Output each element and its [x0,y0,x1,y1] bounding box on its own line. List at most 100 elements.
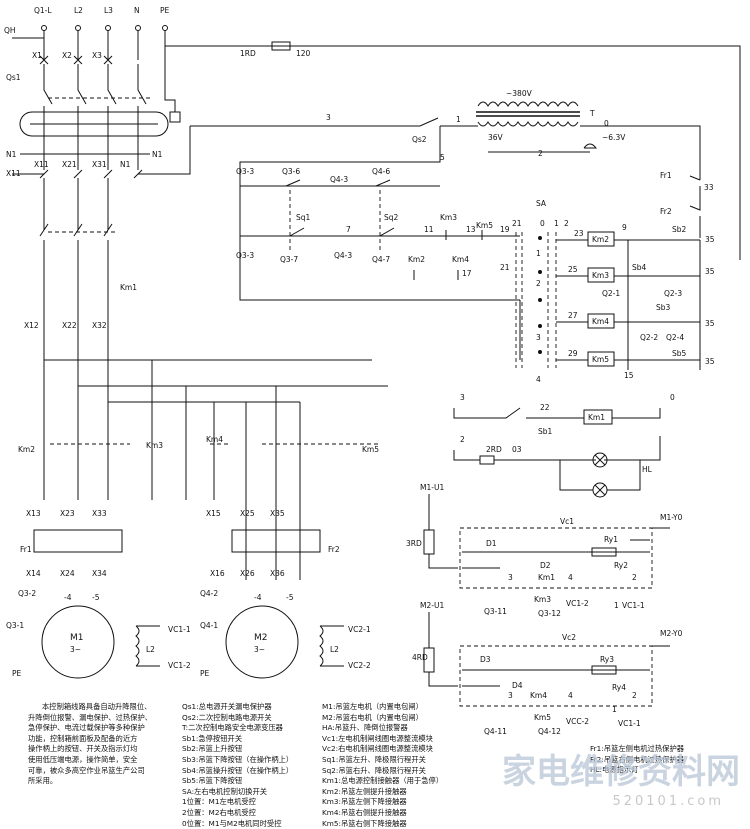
breaker-label: Qs1 [6,73,21,82]
svg-text:HL: HL [642,465,653,474]
svg-text:3: 3 [508,573,513,582]
svg-text:~380V: ~380V [506,89,533,98]
svg-text:35: 35 [705,357,715,366]
svg-text:Q3-3: Q3-3 [236,251,254,260]
svg-text:1: 1 [536,249,541,258]
svg-text:Q3-1: Q3-1 [6,621,24,630]
svg-text:X33: X33 [92,509,107,518]
svg-text:SA: SA [536,199,547,208]
svg-text:Fr1: Fr1 [660,171,672,180]
svg-text:Km5: Km5 [362,445,379,454]
svg-text:3RD: 3RD [406,539,422,548]
svg-text:3~: 3~ [70,645,81,654]
svg-text:N1: N1 [120,160,131,169]
svg-text:2: 2 [538,149,543,158]
svg-text:1: 1 [456,115,461,124]
svg-text:0: 0 [540,219,545,228]
svg-text:L2: L2 [330,645,339,654]
svg-text:D1: D1 [486,539,497,548]
svg-text:Km2: Km2 [18,445,35,454]
svg-text:0: 0 [670,393,675,402]
svg-text:1: 1 [612,705,617,714]
svg-text:35: 35 [705,319,715,328]
svg-text:35: 35 [705,235,715,244]
svg-text:VC1-1: VC1-1 [168,625,191,634]
svg-text:Sb2: Sb2 [672,225,687,234]
svg-text:Km3: Km3 [592,271,609,280]
svg-text:03: 03 [512,445,522,454]
svg-text:Q4-12: Q4-12 [538,727,561,736]
svg-text:Q3-11: Q3-11 [484,607,507,616]
svg-text:T: T [589,109,595,118]
motor-m1 [41,605,115,679]
svg-text:Q3-3: Q3-3 [236,167,254,176]
svg-text:VC1-2: VC1-2 [168,661,191,670]
svg-text:Q4-6: Q4-6 [372,167,390,176]
svg-text:Km5: Km5 [476,221,493,230]
svg-text:X3: X3 [92,51,102,60]
svg-text:5: 5 [440,153,445,162]
svg-text:Q2-2: Q2-2 [640,333,658,342]
svg-text:Vc1: Vc1 [560,517,574,526]
svg-text:15: 15 [624,371,634,380]
svg-text:11: 11 [424,225,434,234]
svg-text:VC2-1: VC2-1 [348,625,371,634]
svg-text:D4: D4 [512,681,523,690]
svg-text:X24: X24 [60,569,75,578]
legend-components: M1:吊篮左电机（内置电包闸） M2:吊篮右电机（内置电包闸） HA:吊篮升、降… [322,702,444,828]
svg-text:X12: X12 [24,321,39,330]
svg-text:3: 3 [536,333,541,342]
svg-text:PE: PE [12,669,22,678]
svg-text:Km1: Km1 [588,413,605,422]
svg-text:3: 3 [508,691,513,700]
legend-switches: Qs1:总电源开关漏电保护器 Qs2:二次控制电路电源开关 T:二次控制电路安全… [182,702,294,828]
supply-terminals: Q1-L L2 L3 N PE QH X1 X2 X3 Qs1 1RD 120 … [4,6,741,260]
svg-text:Fr2: Fr2 [660,207,672,216]
svg-text:Q2-4: Q2-4 [666,333,684,342]
svg-text:M2-Y0: M2-Y0 [660,629,683,638]
svg-text:-5: -5 [286,593,294,602]
power-circuit: Km1 X12 X22 X32 Km2 Km3 Km4 Km5 X13 X23 … [6,178,388,679]
svg-text:-4: -4 [64,593,72,602]
svg-text:X13: X13 [26,509,41,518]
svg-text:22: 22 [540,403,550,412]
terminal-label: N [134,6,140,15]
svg-text:Km1: Km1 [120,283,137,292]
svg-text:VC1-1: VC1-1 [622,601,645,610]
terminal-label: QH [4,26,16,35]
svg-text:X2: X2 [62,51,72,60]
sa-selector: SA 21 0 1 2 1 2 3 4 23 25 27 29 Km2 Km3 … [512,199,700,384]
svg-text:3: 3 [326,113,331,122]
schematic-canvas: Q1-L L2 L3 N PE QH X1 X2 X3 Qs1 1RD 120 … [4,6,741,736]
svg-text:Km3: Km3 [440,213,457,222]
svg-text:Ry3: Ry3 [600,655,614,664]
terminal-label: Q1-L [34,6,52,15]
svg-text:29: 29 [568,349,578,358]
svg-text:4: 4 [568,691,573,700]
svg-text:D3: D3 [480,655,491,664]
svg-text:2: 2 [632,691,637,700]
svg-text:27: 27 [568,311,578,320]
svg-text:X15: X15 [206,509,221,518]
svg-text:1RD: 1RD [240,49,256,58]
svg-text:PE: PE [200,669,210,678]
svg-text:N1: N1 [152,150,163,159]
svg-text:Km2: Km2 [408,255,425,264]
svg-text:X22: X22 [62,321,77,330]
intro-note: 本控制箱线路具备自动升降限位、 升降倒位报警、漏电保护、过热保护、 急停保护、电… [28,702,153,786]
svg-text:3~: 3~ [254,645,265,654]
terminal-label: L3 [104,6,113,15]
watermark-brand: 家电维修资料网 [502,752,740,792]
svg-text:Q4-3: Q4-3 [330,175,348,184]
svg-text:X36: X36 [270,569,285,578]
svg-text:Qs2: Qs2 [412,135,427,144]
svg-text:-4: -4 [254,593,262,602]
svg-text:X34: X34 [92,569,107,578]
svg-text:19: 19 [500,225,510,234]
svg-text:N1: N1 [6,150,17,159]
svg-text:Vc2: Vc2 [562,633,576,642]
svg-text:Km4: Km4 [206,435,223,444]
legend-protectors: Fr1:吊篮左侧电机过热保护器 Fr2:吊篮右侧电机过热保护器 HL:电源指示灯 [590,744,685,775]
svg-text:4: 4 [568,573,573,582]
svg-text:2: 2 [564,219,569,228]
